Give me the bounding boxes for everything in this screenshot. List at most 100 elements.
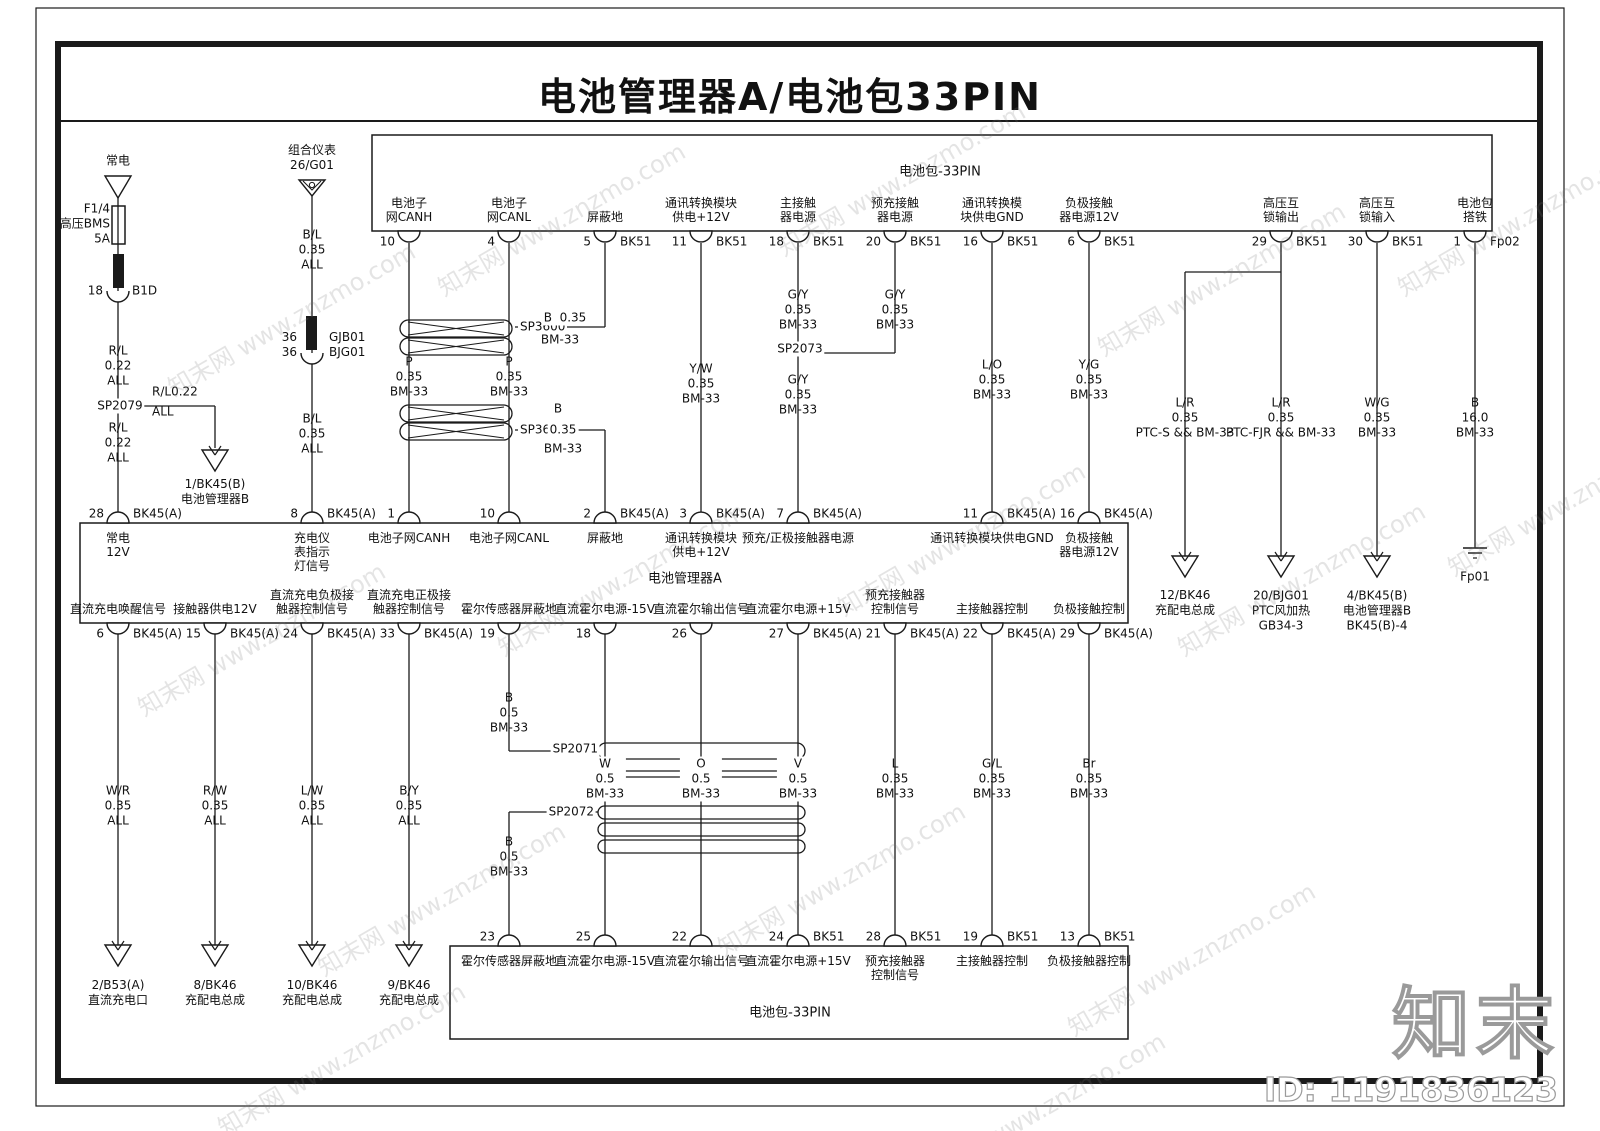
fuse-label: F1/4 高压BMS 5A <box>59 201 110 246</box>
wire-label: L/R 0.35 PTC-S && BM-33 <box>1135 395 1235 440</box>
wire-label: B 0.5 BM-33 <box>489 690 529 735</box>
wire-label: G/Y 0.35 BM-33 <box>875 287 915 332</box>
shield-capsule <box>399 422 513 441</box>
wire-label: B 16.0 BM-33 <box>1455 395 1495 440</box>
pin-function-label: 直流霍尔电源+15V <box>745 602 851 616</box>
pin-function-label: 直流霍尔电源-15V <box>555 602 655 616</box>
pin-connector-icon <box>786 622 810 635</box>
fuse-icon <box>111 205 126 245</box>
pin-connector-icon <box>883 622 907 635</box>
znzmo-logo: 知末 <box>1391 979 1561 1071</box>
pin-connector-icon <box>786 230 810 243</box>
pin-function-label: 直流充电负极接 触器控制信号 <box>269 588 355 616</box>
pin-function-label: 预充/正极接触器电源 <box>741 531 855 545</box>
pin-function-label: 电池子网CANL <box>468 531 550 545</box>
pin-number: 20 <box>865 234 881 249</box>
wire-label: V 0.5 BM-33 <box>776 756 820 802</box>
pin-function-label: 预充接触器 控制信号 <box>864 588 926 616</box>
pin-number: 6 <box>96 626 104 641</box>
wire-label: B/Y 0.35 ALL <box>395 783 423 828</box>
pin-connector-icon <box>397 622 421 635</box>
bottom-box-label: 电池包-33PIN <box>749 1005 831 1021</box>
pin-connector-icon <box>980 230 1004 243</box>
ground-label: Fp01 <box>1460 569 1490 584</box>
pin-connector-name: BK45(A) <box>424 626 473 641</box>
pin-number: 30 <box>1347 234 1363 249</box>
pin-connector-name: BK45(A) <box>1007 506 1056 521</box>
pin-connector-name: BK45(A) <box>133 626 182 641</box>
outer-frame <box>35 7 1565 1107</box>
inline-connector-name: B1D <box>132 283 158 298</box>
pin-connector-name: Fp02 <box>1490 234 1520 249</box>
terminal-arrow-icon <box>1274 551 1288 562</box>
wire-label: P 0.35 BM-33 <box>489 354 529 399</box>
pin-function-label: 霍尔传感器屏蔽地 <box>460 602 558 616</box>
terminal-arrow-icon <box>208 940 222 951</box>
pin-function-label: 高压互 锁输入 <box>1358 196 1396 224</box>
power-source-label: 常电 <box>105 153 131 168</box>
pin-connector-icon <box>593 934 617 947</box>
shield-capsule <box>597 805 806 820</box>
pin-function-label: 接触器供电12V <box>173 602 257 616</box>
pin-connector-icon <box>497 511 521 524</box>
pin-number: 33 <box>379 626 395 641</box>
pin-connector-icon <box>497 934 521 947</box>
pin-function-label: 电池子网CANH <box>367 531 451 545</box>
pin-connector-icon <box>689 934 713 947</box>
pin-function-label: 电池子 网CANH <box>385 196 433 224</box>
pin-connector-name: BK51 <box>1392 234 1424 249</box>
wire-label: 0.35 <box>547 422 579 438</box>
pin-connector-name: BK45(A) <box>1104 506 1153 521</box>
cluster-symbol-icon <box>302 180 322 191</box>
pin-function-label: 直流霍尔电源+15V <box>745 954 851 968</box>
pin-connector-icon <box>397 230 421 243</box>
pin-connector-name: BK45(A) <box>813 506 862 521</box>
pin-function-label: 屏蔽地 <box>586 531 624 545</box>
pin-connector-icon <box>786 511 810 524</box>
terminal-arrow-icon <box>402 940 416 951</box>
pin-connector-name: BK45(A) <box>813 626 862 641</box>
inline-connector-icon <box>300 352 324 365</box>
pin-connector-icon <box>1463 230 1487 243</box>
twist-line <box>407 321 505 336</box>
pin-connector-name: BK45(A) <box>133 506 182 521</box>
wire-label: BM-33 <box>543 441 583 456</box>
pin-function-label: 预充接触器 控制信号 <box>864 954 926 982</box>
wire-label: Y/G 0.35 BM-33 <box>1069 357 1109 402</box>
pin-connector-icon <box>106 511 130 524</box>
inline-connector-icon <box>106 290 130 303</box>
pin-function-label: 电池包 搭铁 <box>1456 196 1494 224</box>
pin-number: 3 <box>679 506 687 521</box>
wire-label: R/W 0.35 ALL <box>201 783 229 828</box>
shield-capsule <box>597 822 806 837</box>
pin-connector-name: BK45(A) <box>716 506 765 521</box>
pin-connector-icon <box>689 230 713 243</box>
twist-line <box>407 339 505 354</box>
pin-number: 25 <box>575 929 591 944</box>
wire-label: W/R 0.35 ALL <box>104 783 132 828</box>
pin-number: 1 <box>387 506 395 521</box>
inline-connector-number: 36 36 <box>281 330 297 359</box>
pin-number: 10 <box>379 234 395 249</box>
pin-connector-name: BK45(A) <box>1104 626 1153 641</box>
pin-connector-name: BK51 <box>716 234 748 249</box>
pin-number: 18 <box>575 626 591 641</box>
pin-number: 29 <box>1251 234 1267 249</box>
pin-connector-name: BK45(A) <box>327 626 376 641</box>
pin-number: 5 <box>583 234 591 249</box>
pin-connector-name: BK45(A) <box>910 626 959 641</box>
wire-label: R/L 0.22 ALL <box>104 343 132 388</box>
pin-connector-icon <box>106 622 130 635</box>
pin-number: 22 <box>962 626 978 641</box>
pin-function-label: 通讯转换模块 供电+12V <box>664 531 738 559</box>
drawing-id: ID: 1191836123 <box>1263 1069 1558 1109</box>
power-arrow-icon <box>103 175 133 200</box>
cluster-symbol-icon <box>308 181 316 189</box>
terminal-arrow-icon <box>1370 551 1384 562</box>
pin-number: 18 <box>768 234 784 249</box>
pin-connector-name: BK51 <box>1104 234 1136 249</box>
pin-number: 8 <box>290 506 298 521</box>
pin-connector-name: BK51 <box>910 929 942 944</box>
pin-connector-icon <box>883 934 907 947</box>
